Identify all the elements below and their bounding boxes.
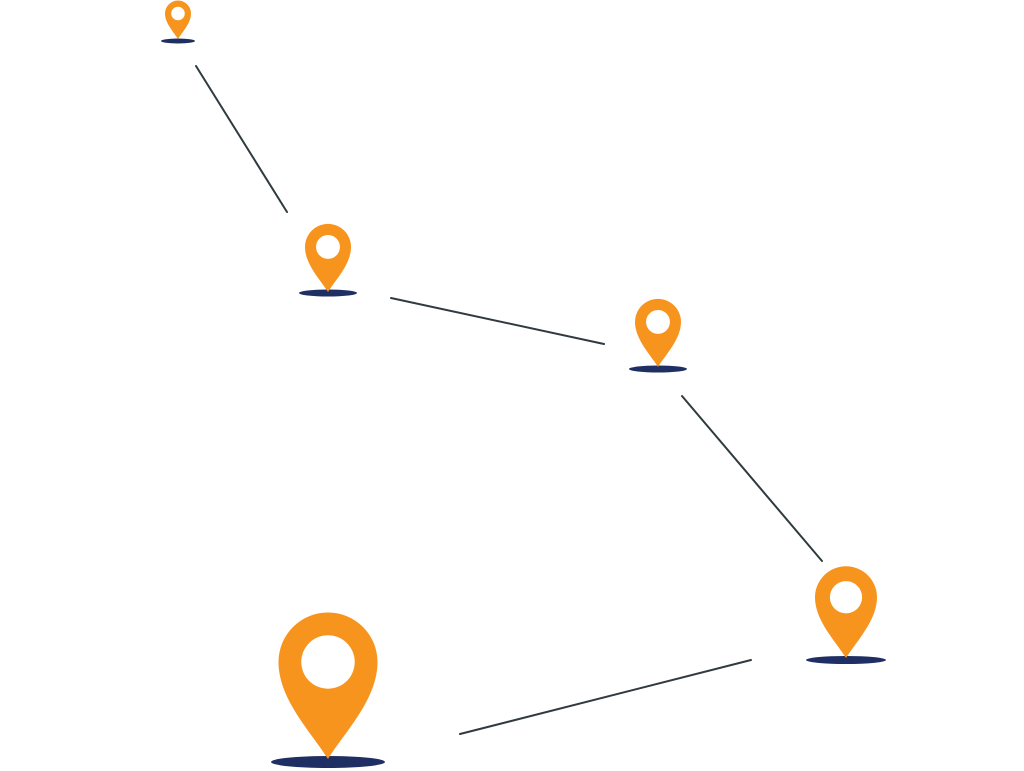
map-pin-1	[161, 0, 195, 44]
map-pin-icon	[635, 298, 681, 367]
connectors	[195, 65, 823, 735]
connector-4	[459, 659, 752, 735]
map-pin-2	[299, 223, 357, 297]
pin-shadow	[806, 656, 886, 664]
connector-3	[681, 395, 823, 562]
map-pin-icon	[815, 566, 877, 658]
map-pins	[161, 0, 886, 768]
connector-2	[390, 297, 605, 345]
map-pin-5	[271, 612, 385, 768]
pin-shadow	[299, 289, 357, 297]
pin-shadow	[161, 38, 195, 44]
map-pin-icon	[305, 223, 351, 292]
map-pin-icon	[165, 0, 191, 40]
map-pin-4	[806, 566, 886, 664]
map-pin-icon	[278, 612, 378, 759]
connector-1	[195, 65, 288, 213]
pin-shadow	[629, 365, 687, 373]
pin-shadow	[271, 756, 385, 768]
map-pin-3	[629, 298, 687, 373]
